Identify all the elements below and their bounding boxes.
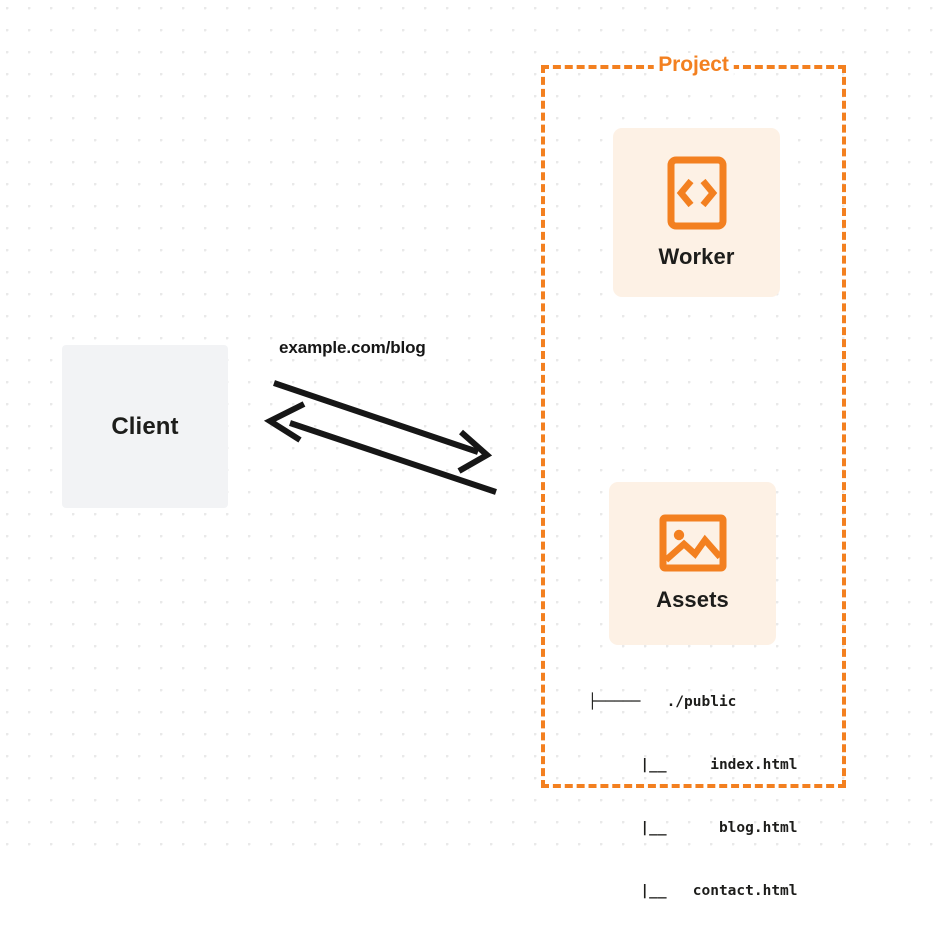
project-title: Project [653, 53, 734, 77]
image-icon [659, 514, 727, 572]
client-node[interactable]: Client [62, 345, 228, 508]
file-tree-row: ├───── ./public [588, 694, 737, 710]
client-node-label: Client [111, 412, 179, 440]
file-tree-row: |__ blog.html [588, 820, 798, 836]
code-brackets-icon [667, 156, 727, 230]
response-arrow [263, 401, 497, 495]
diagram-canvas: Client example.com/blog Project Worker [0, 0, 938, 899]
file-tree-row: |__ contact.html [588, 883, 798, 899]
request-arrow [273, 380, 493, 474]
file-tree-row: |__ index.html [588, 757, 798, 773]
assets-node[interactable]: Assets [609, 482, 776, 645]
worker-node[interactable]: Worker [613, 128, 780, 297]
project-container: Project [541, 53, 846, 788]
worker-node-label: Worker [658, 243, 735, 269]
asset-file-tree: ├───── ./public |__ index.html |__ blog.… [588, 650, 798, 944]
assets-node-label: Assets [656, 587, 729, 612]
connection-label: example.com/blog [279, 338, 426, 357]
